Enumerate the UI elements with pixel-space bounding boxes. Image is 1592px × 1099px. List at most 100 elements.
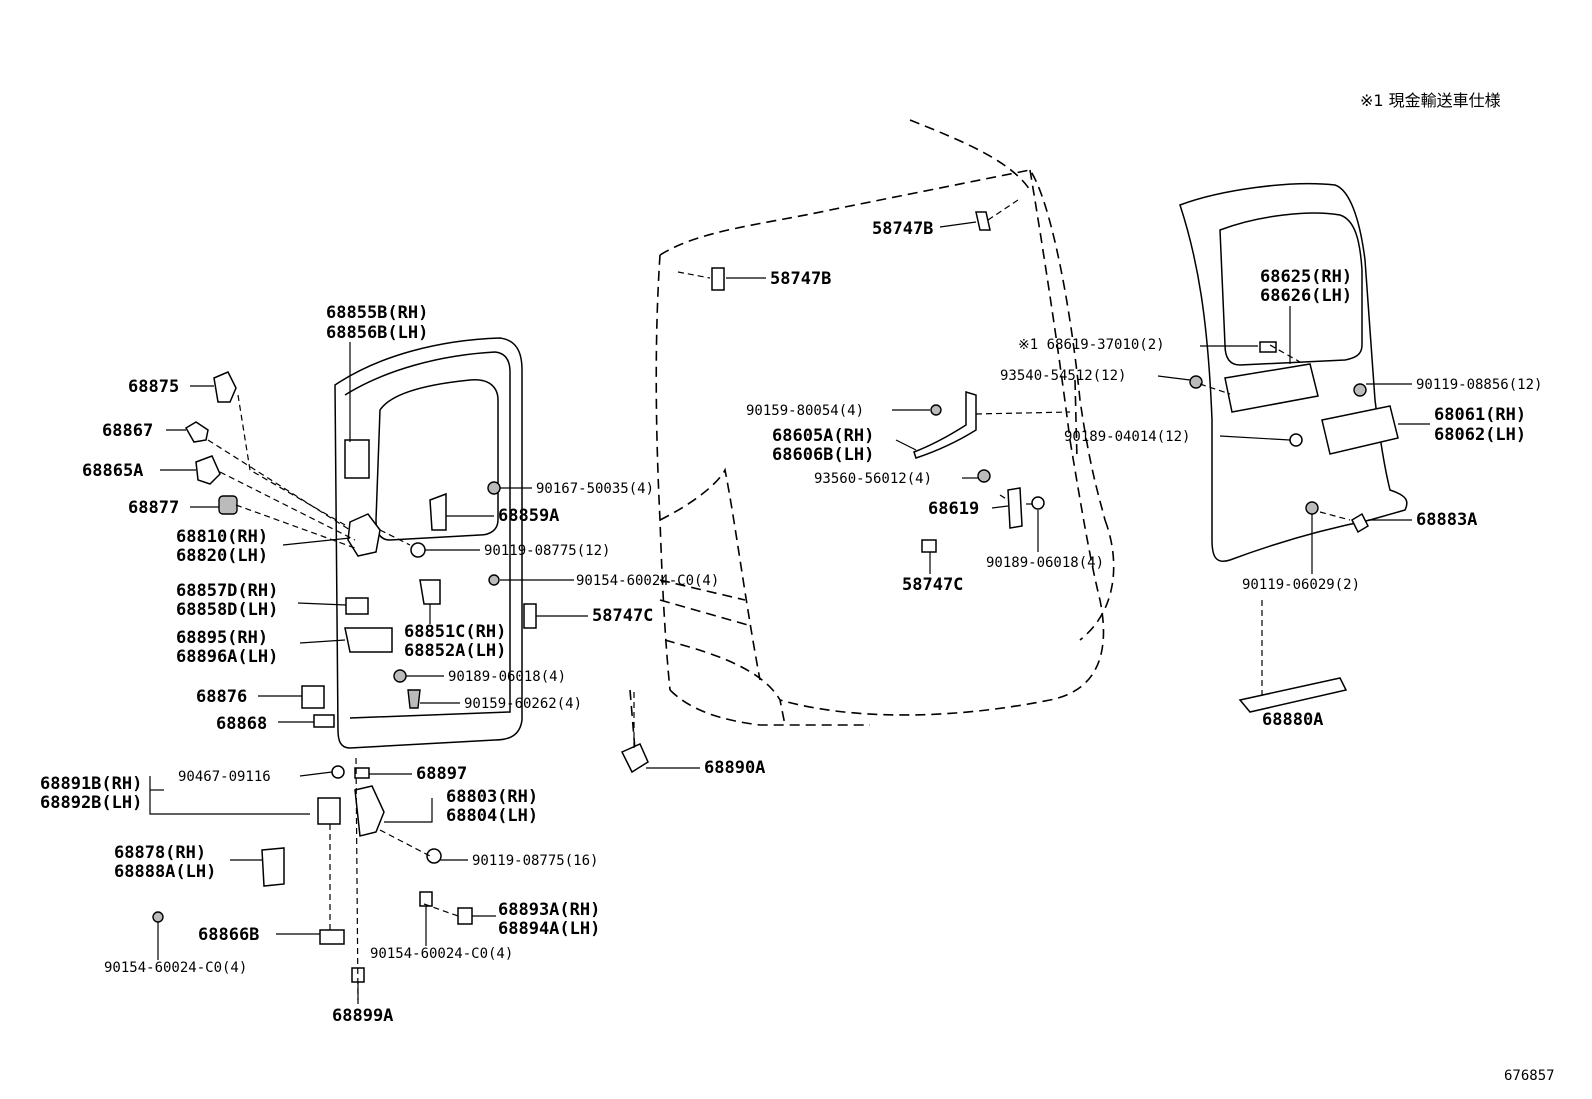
part-90154-top	[488, 574, 500, 586]
label-68876: 68876	[196, 687, 247, 707]
label-68868: 68868	[216, 714, 267, 734]
label-90119-06029: 90119-06029(2)	[1242, 577, 1360, 593]
part-90119-08775-16	[426, 848, 442, 864]
vehicle-body	[629, 119, 1115, 751]
label-68894a: 68894A(LH)	[498, 919, 600, 939]
part-68867	[184, 421, 209, 443]
part-68880a	[1238, 677, 1348, 713]
label-68061: 68061(RH)	[1434, 405, 1526, 425]
part-90119-06029	[1305, 501, 1319, 515]
part-58747b-top	[975, 211, 991, 231]
label-90189-06018-left: 90189-06018(4)	[448, 669, 566, 685]
part-93560	[977, 469, 991, 483]
label-68605a: 68605A(RH)	[772, 426, 874, 446]
part-68895	[344, 627, 393, 653]
part-68619	[1007, 487, 1023, 529]
label-68062: 68062(LH)	[1434, 425, 1526, 445]
label-90154-bottom-left: 90154-60024-C0(4)	[104, 960, 247, 976]
label-68867: 68867	[102, 421, 153, 441]
label-68883a: 68883A	[1416, 510, 1477, 530]
label-90154-bottom-mid: 90154-60024-C0(4)	[370, 946, 513, 962]
left-back-door	[334, 337, 523, 749]
part-68605a	[913, 390, 977, 459]
part-90154-bottom-left	[152, 911, 164, 923]
part-90167	[487, 481, 501, 495]
label-68875: 68875	[128, 377, 179, 397]
label-90119-08775-16: 90119-08775(16)	[472, 853, 598, 869]
labels: ※1 現金輸送車仕様 676857 58747B 58747B 68855B(R…	[40, 91, 1555, 1084]
label-68820: 68820(LH)	[176, 546, 268, 566]
label-68888a: 68888A(LH)	[114, 862, 216, 882]
part-58747b-mid	[711, 267, 725, 291]
part-90119-08775-12	[410, 542, 426, 558]
label-93560: 93560-56012(4)	[814, 471, 932, 487]
part-90154-bottom-mid	[419, 891, 433, 907]
label-90167: 90167-50035(4)	[536, 481, 654, 497]
label-68877: 68877	[128, 498, 179, 518]
part-68891b	[317, 797, 341, 825]
label-68804: 68804(LH)	[446, 806, 538, 826]
label-68810: 68810(RH)	[176, 527, 268, 547]
label-93540: 93540-54512(12)	[1000, 368, 1126, 384]
part-90189-06018-mid	[1031, 496, 1045, 510]
label-68880a: 68880A	[1262, 710, 1323, 730]
part-93540	[1189, 375, 1203, 389]
label-90189-06018-mid: 90189-06018(4)	[986, 555, 1104, 571]
part-68857d	[345, 597, 369, 615]
label-68626: 68626(LH)	[1260, 286, 1352, 306]
label-90154-top: 90154-60024-C0(4)	[576, 573, 719, 589]
part-68810	[347, 513, 381, 557]
label-68857d: 68857D(RH)	[176, 581, 278, 601]
label-68619-37010: ※1 68619-37010(2)	[1018, 337, 1165, 353]
part-58747c-left	[523, 603, 537, 629]
part-68803	[354, 785, 385, 837]
label-90119-08856: 90119-08856(12)	[1416, 377, 1542, 393]
label-90189-04014: 90189-04014(12)	[1064, 429, 1190, 445]
part-90189-06018-left	[393, 669, 407, 683]
label-68897: 68897	[416, 764, 467, 784]
assembly-lines	[207, 199, 1351, 1001]
part-68893a	[457, 907, 473, 925]
left-parts	[152, 211, 991, 983]
part-68851c	[419, 579, 441, 605]
label-68899a: 68899A	[332, 1006, 393, 1026]
part-68625	[1224, 363, 1319, 413]
label-68866b: 68866B	[198, 925, 259, 945]
right-back-door	[1179, 182, 1408, 562]
part-90119-08856	[1353, 383, 1367, 397]
part-58747c-mid	[921, 539, 937, 553]
part-90159-80054	[930, 404, 942, 416]
center-parts	[913, 390, 1045, 553]
part-90189-04014	[1289, 433, 1303, 447]
label-58747b-top: 58747B	[872, 219, 933, 239]
label-58747c-mid: 58747C	[902, 575, 963, 595]
label-58747c-left: 58747C	[592, 606, 653, 626]
label-68893a: 68893A(RH)	[498, 900, 600, 920]
label-90159-80054: 90159-80054(4)	[746, 403, 864, 419]
part-68866b	[319, 929, 345, 945]
right-parts	[1189, 341, 1399, 713]
label-90119-08775-12: 90119-08775(12)	[484, 543, 610, 559]
part-68897	[354, 767, 370, 779]
label-68892b: 68892B(LH)	[40, 793, 142, 813]
label-68803: 68803(RH)	[446, 787, 538, 807]
part-68619-37010	[1259, 341, 1277, 353]
part-90159-60262	[407, 689, 421, 709]
part-68061	[1321, 405, 1399, 455]
label-68851c: 68851C(RH)	[404, 622, 506, 642]
label-58747b-mid: 58747B	[770, 269, 831, 289]
label-90159-60262: 90159-60262(4)	[464, 696, 582, 712]
label-90467: 90467-09116	[178, 769, 271, 785]
part-68855b	[344, 439, 370, 479]
label-68896a: 68896A(LH)	[176, 647, 278, 667]
label-68856b: 68856B(LH)	[326, 323, 428, 343]
part-68883a	[1351, 512, 1369, 534]
part-68865a	[195, 455, 221, 485]
label-68891b: 68891B(RH)	[40, 774, 142, 794]
label-68865a: 68865A	[82, 461, 143, 481]
label-68895: 68895(RH)	[176, 628, 268, 648]
part-68878	[261, 847, 285, 887]
part-68890a	[620, 743, 649, 774]
label-68859a: 68859A	[498, 506, 559, 526]
